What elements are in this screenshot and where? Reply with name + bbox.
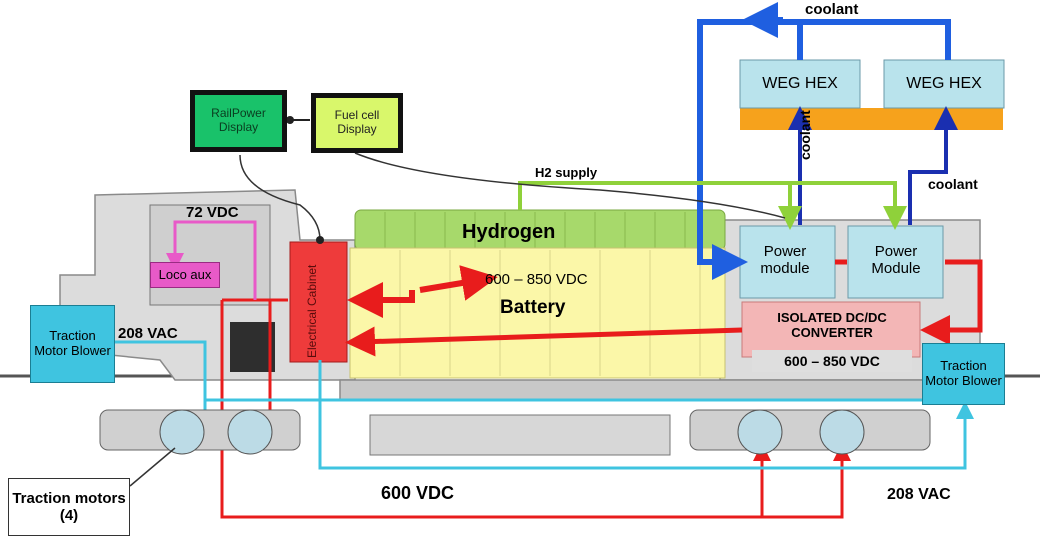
electrical-cabinet [289,241,348,363]
traction-blower-right-label: Traction Motor Blower [925,358,1002,388]
coolant-mid-label: coolant [797,110,813,160]
battery-power-arrow [419,265,498,301]
front-truck [99,409,301,455]
aux-ac-line [115,340,950,402]
vdc72-line [166,220,257,300]
battery-cells [399,250,701,376]
rear-truck [689,409,931,455]
railpower-display: RailPower Display [190,90,287,152]
traction-blower-right: Traction Motor Blower [922,343,1005,405]
power-module-2-label: Power Module [871,242,921,277]
battery-block [349,247,726,379]
vac208-left-label: 208 VAC [118,325,178,342]
dc-bus-rear [220,300,851,519]
traction-blower-left-label: Traction Motor Blower [34,328,111,358]
power-module-1-label: Power module [760,242,810,277]
coolant-up-2 [908,106,958,225]
cable-fuelcell [354,152,786,219]
hydrogen-label: Hydrogen [462,221,556,243]
converter-voltage-label: 600 – 850 VDC [784,352,880,369]
hydrogen-ribs [384,212,686,248]
vac208-right-label: 208 VAC [887,486,951,503]
coolant-right-label: coolant [928,176,978,192]
coolant-top-label: coolant [805,1,859,18]
power-module-1 [739,225,836,299]
weg-hex-2-label: WEG HEX [906,74,982,92]
battery-voltage-label: 600 – 850 VDC [485,271,588,288]
battery-to-cabinet [347,282,415,318]
traction-callout [129,447,176,487]
traction-motors-box: Traction motors (4) [8,478,130,536]
coolant-top-loop [797,19,951,60]
battery-label: Battery [500,297,566,318]
vdc600-bottom-label: 600 VDC [381,483,455,503]
loco-aux-label: Loco aux [158,266,212,282]
fuelcell-display: Fuel cell Display [311,93,403,153]
h2-supply-label: H2 supply [535,165,598,180]
loco-aux-box: Loco aux [150,262,220,288]
traction-motors-label: Traction motors (4) [12,489,126,524]
railpower-display-label: RailPower Display [211,106,266,134]
converter-voltage-plate [752,350,912,372]
hex-base [740,108,1003,130]
h2-supply-line [518,181,907,230]
vdc72-label: 72 VDC [186,204,239,221]
cab-vent [230,322,275,372]
electrical-cabinet-label: Electrical Cabinet [305,264,319,358]
weg-hex-2 [883,59,1005,109]
cable-railpower [239,154,321,241]
converter-to-cabinet [345,326,743,357]
module-to-converter [920,259,983,345]
fuelcell-display-label: Fuel cell Display [334,108,380,136]
fuel-tank [369,414,671,456]
converter-label: ISOLATED DC/DC CONVERTER [777,310,887,340]
weg-hex-1-label: WEG HEX [762,74,838,92]
traction-blower-left: Traction Motor Blower [30,305,115,383]
aux-ac-bottom [318,360,974,470]
